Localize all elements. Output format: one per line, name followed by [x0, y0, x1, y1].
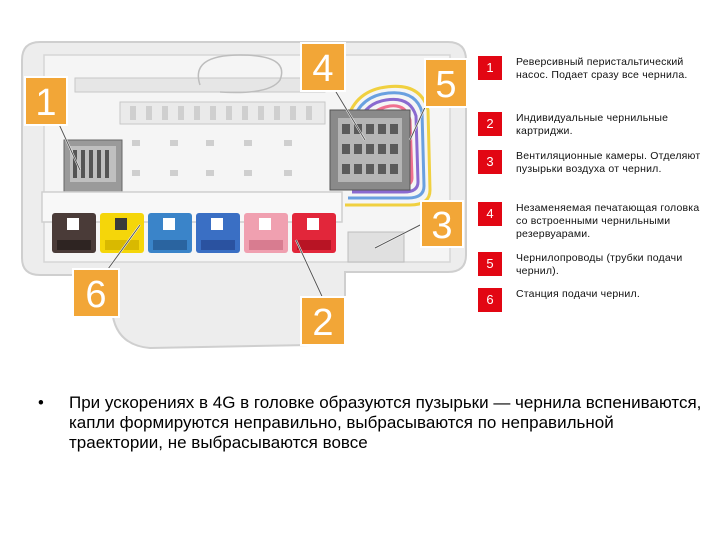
carriage-rail-mid — [119, 101, 326, 125]
callout-3: 3 — [420, 200, 464, 248]
cartridge-yellow — [100, 213, 144, 253]
legend-text: Вентиляционные камеры. Отделяют пузырьки… — [516, 150, 701, 175]
legend-number: 6 — [478, 288, 502, 312]
print-head — [329, 109, 411, 191]
callout-5: 5 — [424, 58, 468, 108]
legend-number: 2 — [478, 112, 502, 136]
legend-text: Незаменяемая печатающая головка со встро… — [516, 202, 700, 240]
legend-text: Индивидуальные чернильные картриджи. — [516, 112, 669, 137]
callout-6: 6 — [72, 268, 120, 318]
callout-4: 4 — [300, 42, 346, 92]
legend-number: 1 — [478, 56, 502, 80]
rail-slots — [130, 106, 312, 120]
callout-2: 2 — [300, 296, 346, 346]
bullet-symbol: • — [38, 394, 44, 412]
cartridge-black — [52, 213, 96, 253]
cartridge-blue — [196, 213, 240, 253]
callout-1: 1 — [24, 76, 68, 126]
legend-text: Станция подачи чернил. — [516, 288, 640, 300]
cartridge-pink — [244, 213, 288, 253]
legend-text: Чернилопроводы (трубки подачи чернил). — [516, 252, 683, 277]
legend-text: Реверсивный перистальтический насос. Под… — [516, 56, 688, 81]
frame-holes — [132, 140, 292, 176]
bullet-text: При ускорениях в 4G в головке образуются… — [69, 393, 702, 452]
cartridge-cyan — [148, 213, 192, 253]
cartridge-red — [292, 213, 336, 253]
legend-number: 3 — [478, 150, 502, 174]
cable-loop — [197, 54, 283, 94]
legend-number: 4 — [478, 202, 502, 226]
legend-number: 5 — [478, 252, 502, 276]
peristaltic-pump — [63, 139, 123, 193]
